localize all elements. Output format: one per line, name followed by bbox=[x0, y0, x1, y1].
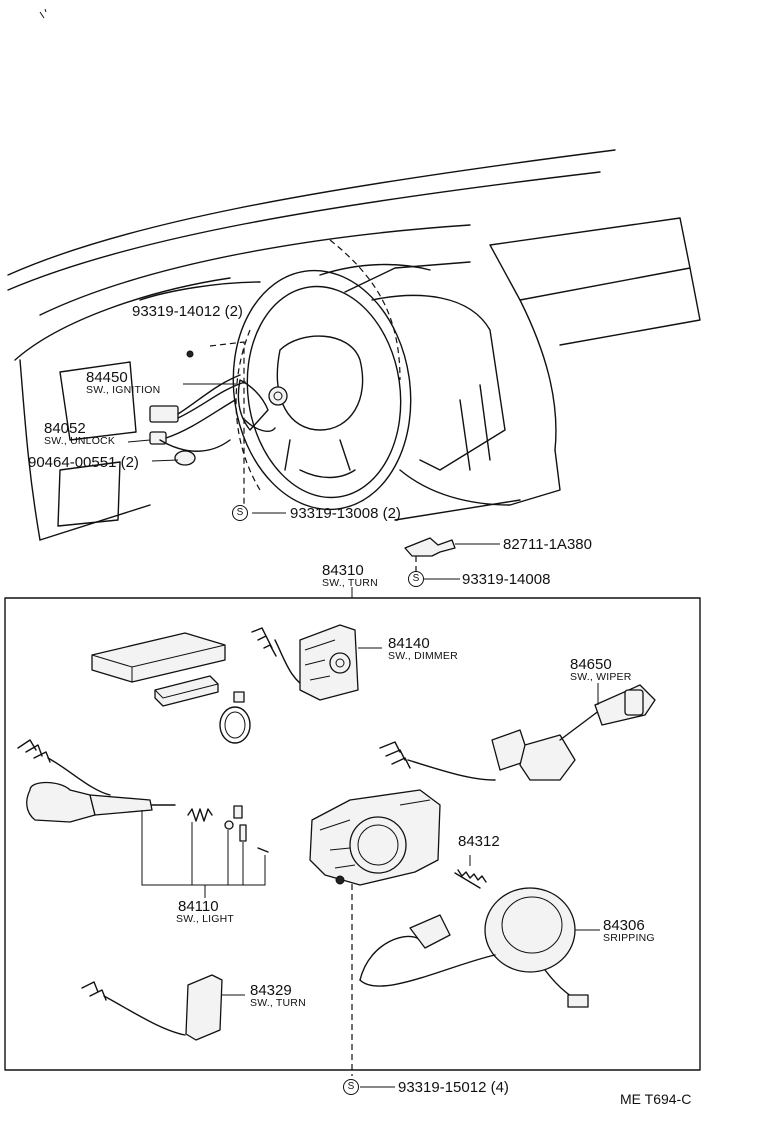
spring-part-number: 84312 bbox=[458, 833, 500, 850]
s-circle-icon: S bbox=[408, 571, 424, 587]
light-switch bbox=[17, 739, 269, 898]
spiral-part-number: 84306 bbox=[603, 917, 645, 934]
leader-lines-top bbox=[127, 383, 460, 598]
dashboard-outline bbox=[7, 149, 701, 541]
bracket-part bbox=[404, 537, 500, 572]
spiral-cable bbox=[359, 887, 600, 1008]
dimmer-part-number: 84140 bbox=[388, 635, 430, 652]
dimmer-description: SW., DIMMER bbox=[388, 650, 458, 662]
wiper-part-number: 84650 bbox=[570, 656, 612, 673]
corner-marks bbox=[39, 8, 47, 19]
bracket-label: 82711-1A380 bbox=[503, 536, 592, 553]
unlock-part-number: 84052 bbox=[44, 420, 86, 437]
ignition-part-number: 84450 bbox=[86, 369, 128, 386]
dimmer-switch bbox=[251, 624, 382, 701]
leader-dashes-top bbox=[209, 341, 245, 505]
unlock-description: SW., UNLOCK bbox=[44, 435, 116, 447]
wiper-description: SW., WIPER bbox=[570, 671, 632, 683]
turn-switch-relay bbox=[81, 974, 245, 1041]
turn-description: SW., TURN bbox=[322, 577, 378, 589]
s-circle-icon: S bbox=[232, 505, 248, 521]
s-circle-icon: S bbox=[343, 1079, 359, 1095]
ignition-description: SW., IGNITION bbox=[86, 384, 161, 396]
bolt-column-label: 93319-13008 (2) bbox=[290, 505, 401, 522]
spiral-description: SRIPPING bbox=[603, 932, 655, 944]
turn2-description: SW., TURN bbox=[250, 997, 306, 1009]
clamp-band bbox=[219, 691, 251, 744]
wiper-switch bbox=[379, 683, 656, 781]
bolt-upper-label: 93319-14012 (2) bbox=[132, 303, 243, 320]
switch-body bbox=[309, 789, 441, 1076]
spring-pin bbox=[454, 855, 487, 889]
ignition-assembly bbox=[149, 350, 288, 466]
light-part-number: 84110 bbox=[178, 898, 219, 915]
steering-wheel bbox=[232, 269, 412, 511]
reference-code: ME T694-C bbox=[620, 1091, 692, 1107]
connector-block bbox=[91, 632, 226, 707]
turn2-part-number: 84329 bbox=[250, 982, 292, 999]
turn-part-number: 84310 bbox=[322, 562, 364, 579]
light-description: SW., LIGHT bbox=[176, 913, 235, 925]
bolt-bottom-label: 93319-15012 (4) bbox=[398, 1079, 509, 1096]
bolt-bracket-label: 93319-14008 bbox=[462, 571, 551, 588]
clamp-label: 90464-00551 (2) bbox=[28, 454, 139, 471]
